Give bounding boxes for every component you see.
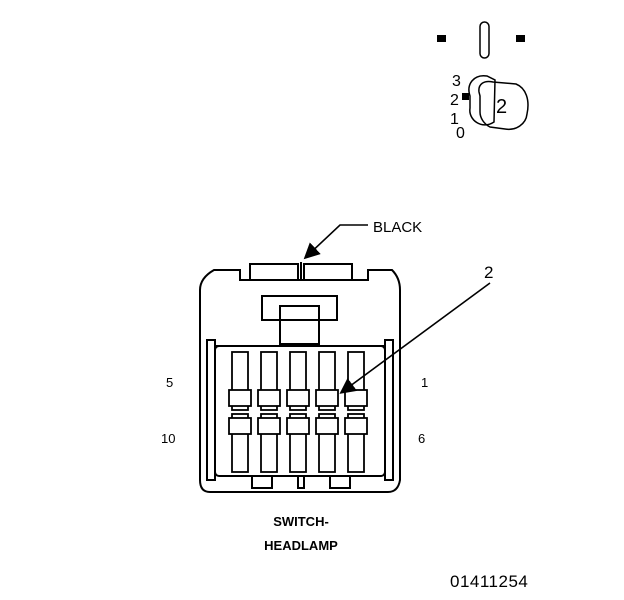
pin-label-5: 5	[166, 375, 174, 390]
connector-name-line2: HEADLAMP	[264, 538, 338, 553]
terminal-cavity	[286, 417, 310, 435]
callout-leader	[339, 282, 491, 394]
terminal-slot-right	[516, 35, 525, 42]
inset-position-2: 2	[450, 92, 459, 109]
terminal-cavities	[228, 351, 368, 473]
cavity-sleeve	[289, 351, 307, 411]
bottom-notch-left	[251, 475, 273, 489]
terminal-cavity	[286, 389, 310, 407]
terminal-slot-center	[479, 21, 490, 59]
inset-position-3: 3	[452, 73, 461, 90]
terminal-cavity	[257, 389, 281, 407]
cavity-sleeve	[231, 413, 249, 473]
callout-number: 2	[484, 263, 494, 282]
housing-outline	[199, 269, 401, 493]
cavity-sleeve	[231, 351, 249, 411]
leader-lines	[303, 224, 491, 394]
inset-position-0: 0	[456, 125, 465, 142]
cavity-sleeve	[260, 351, 278, 411]
connector-name-line1: SWITCH-	[273, 514, 329, 529]
bottom-notch-center	[297, 475, 305, 489]
inset-callout-number: 2	[496, 96, 508, 118]
latch-right	[303, 263, 353, 281]
key-tab	[478, 80, 529, 131]
terminal-slot-left	[437, 35, 446, 42]
lock-tab	[261, 295, 338, 321]
pin-label-6: 6	[418, 431, 426, 446]
cavity-sleeve	[260, 413, 278, 473]
position-ring	[468, 75, 496, 126]
terminal-cavity	[315, 389, 339, 407]
guide-rib-left	[206, 339, 216, 481]
cavity-frame	[214, 345, 386, 477]
terminal-cavity	[344, 417, 368, 435]
inset-illustration	[437, 21, 529, 131]
terminal-cavity	[228, 389, 252, 407]
bottom-notch-right	[329, 475, 351, 489]
terminal-cavity	[257, 417, 281, 435]
cavity-sleeve	[318, 351, 336, 411]
lock-insert	[279, 305, 320, 345]
inset-position-1: 1	[450, 111, 459, 128]
color-leader	[303, 224, 368, 260]
figure-number: 01411254	[450, 572, 529, 591]
cavity-sleeve	[318, 413, 336, 473]
position-indicator	[462, 93, 469, 100]
guide-rib-right	[384, 339, 394, 481]
latch-left	[249, 263, 299, 281]
terminal-cavity	[315, 417, 339, 435]
connector-color-label: BLACK	[373, 219, 423, 236]
terminal-cavity	[228, 417, 252, 435]
pin-label-1: 1	[421, 375, 429, 390]
connector-housing	[199, 262, 401, 493]
cavity-sleeve	[289, 413, 307, 473]
pin-label-10: 10	[161, 431, 176, 446]
terminal-cavity	[344, 389, 368, 407]
cavity-sleeve	[347, 413, 365, 473]
